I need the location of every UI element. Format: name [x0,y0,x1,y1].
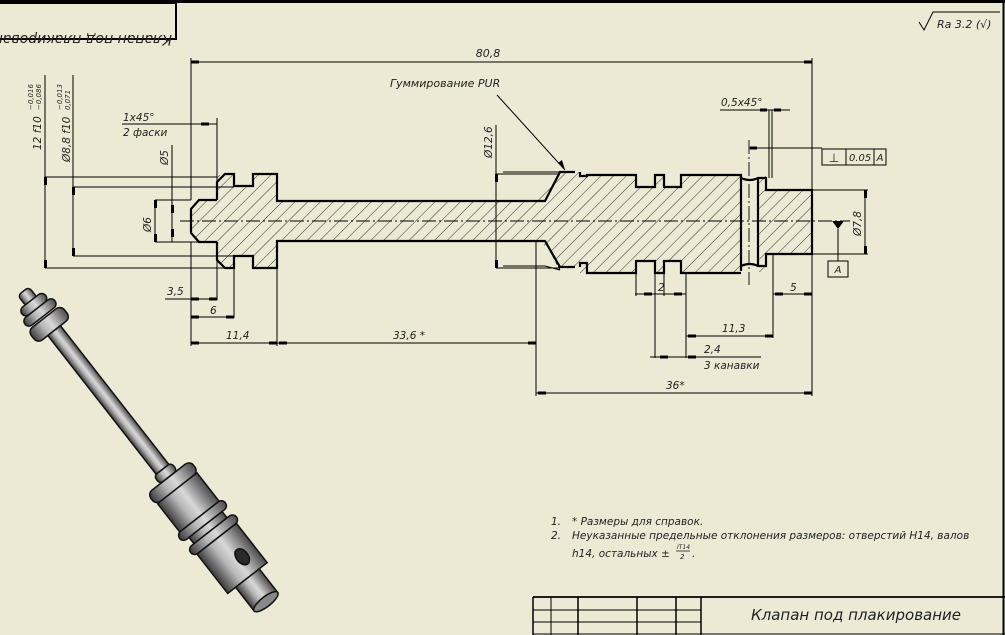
dim-len-33-6: 33,6 * [393,330,425,342]
dim-dia-12-6: Ø12,6 [483,126,495,159]
note-1-text: * Размеры для справок. [572,516,703,528]
title-block: Клапан под плакирование [532,596,1005,635]
perpendicularity-frame: ⊥ 0.05 A [821,148,887,166]
dim-len-11-3: 11,3 [722,323,745,335]
surface-roughness: Ra 3.2 (√) [918,11,1000,32]
datum-a-box: A [827,260,849,278]
datum-a-label: A [834,265,842,276]
dim-chamfer-right: 0,5x45° [721,97,763,109]
note-2-text: Неуказанные предельные отклонения размер… [572,530,969,542]
dim-dia-12-f10: 12 f10 [32,116,44,150]
dim-dia-12-tol-lower: −0,086 [35,84,43,110]
note-1-number: 1. [551,516,561,528]
note-2-fraction-den: 2 [680,553,685,561]
note-2-suffix: . [692,548,695,560]
dim-len-2-4: 2,4 [704,344,721,356]
mirrored-title-text: Клапан под плакирование [0,31,172,47]
note-2-number: 2. [551,530,561,542]
dim-chamfer-left: 1x45° [123,112,155,124]
tolerance-value: 0.05 [849,153,871,164]
dim-len-2: 2 [658,282,665,294]
dim-len-36: 36* [666,380,685,392]
dim-dia-8-8-f10: Ø8,8 f10 [61,116,73,163]
mirrored-title-box: Клапан под плакирование [0,2,177,47]
section-view [180,140,850,285]
dim-dia-8-8-tol-upper: −0,013 [56,84,64,110]
roughness-icon-text: Ra 3.2 (√) [937,18,991,31]
dim-len-6: 6 [210,305,217,317]
dim-len-3-5: 3,5 [167,286,184,298]
dim-dia-12-tol-upper: −0,016 [27,84,35,110]
technical-notes: 1. * Размеры для справок. 2. Неуказанные… [551,516,969,561]
note-2-fraction-num: IT14 [677,544,690,551]
note-2-continuation: h14, остальных ± [572,548,670,560]
dim-chamfer-left-note: 2 фаски [123,127,168,139]
dim-len-11-4: 11,4 [226,330,249,342]
dim-dia-7-8: Ø7,8 [852,211,864,237]
dim-grooves-note: 3 канавки [704,360,760,372]
leader-note-pur: Гуммирование PUR [390,77,500,90]
dim-dia-6: Ø6 [142,217,154,233]
title-block-title: Клапан под плакирование [751,606,961,624]
dimension-labels: 80,8 Гуммирование PUR 1x45° 2 фаски 0,5x… [27,47,864,392]
dim-dia-5: Ø5 [159,150,171,166]
dim-len-5: 5 [790,282,797,294]
tolerance-datum: A [876,153,884,164]
dim-dia-8-8-tol-lower: 0,071 [64,90,72,110]
dim-overall-length: 80,8 [476,47,501,60]
isometric-3d-view [18,287,279,613]
perpendicularity-icon: ⊥ [829,151,839,165]
dimension-lines [44,58,868,396]
